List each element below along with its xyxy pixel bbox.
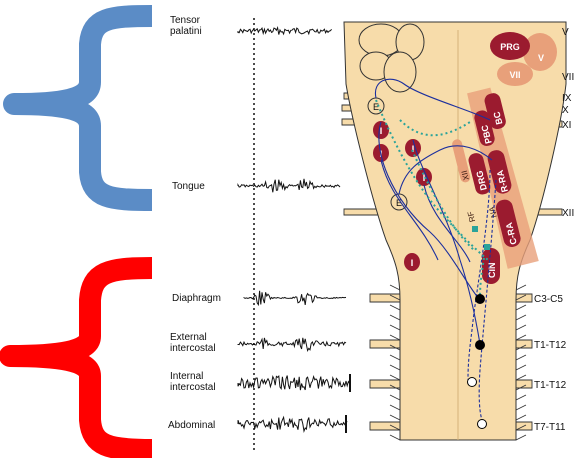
motor-neuron-int-ic [468,378,477,387]
muscle-label-ext-ic-line1: External [170,332,207,343]
emg-trace-diaphragm [244,291,346,305]
spinal-edge-tick [516,335,526,340]
spinal-edge-tick [390,415,400,420]
spinal-edge-tick [516,305,526,310]
spinal-edge-tick [516,405,526,410]
emg-traces [238,28,350,433]
nucleus-v-area [523,33,557,71]
spinal-root-right-1 [516,294,532,302]
spinal-edge-tick [516,365,526,370]
spinal-level-label-3: T1-T12 [534,380,567,391]
emg-trace-int-ic [238,376,350,391]
spinal-edge-tick [516,315,526,320]
spinal-edge-tick [516,415,526,420]
spinal-edge-tick [516,325,526,330]
spinal-edge-tick [390,315,400,320]
spinal-edge-tick [390,285,400,290]
spinal-edge-tick [390,375,400,380]
cranial-nerve-label-2: VII [562,72,574,83]
cranial-nerve-label-4: X [562,105,569,116]
emg-trace-tongue [238,179,340,193]
spinal-edge-tick [390,325,400,330]
spinal-level-label-4: T7-T11 [534,422,566,433]
spinal-edge-tick [390,365,400,370]
spinal-level-label-2: T1-T12 [534,340,567,351]
motor-neuron-phrenic [475,294,485,304]
nucleus-prg-label: PRG [500,42,520,52]
muscle-label-int-ic-line2: intercostal [170,382,216,393]
cranial-nerve-label-1: V [562,27,569,38]
cranial-nerve-label-3: IX [562,93,572,104]
motor-neuron-abdominal [478,420,487,429]
muscle-label-int-ic-line1: Internal [170,371,203,382]
spinal-level-label-1: C3-C5 [534,294,563,305]
green-terminal-2 [484,244,490,250]
spinal-edge-tick [390,355,400,360]
nucleus-v-label: V [538,53,544,63]
spinal-edge-tick [390,395,400,400]
spinal-edge-tick [390,305,400,310]
muscle-label-tongue: Tongue [172,181,205,192]
spinal-edge-tick [390,405,400,410]
inhibitory-interneuron-3-label: I [412,144,415,154]
spinal-root-left-4 [370,422,400,430]
brainstem-spinal-cord [342,22,566,440]
muscle-label-tensor-line1: Tensor [170,15,201,26]
emg-trace-tensor [238,28,332,35]
spinal-edge-tick [516,395,526,400]
muscle-label-tensor-line2: palatini [170,26,202,37]
pump-muscles-brace [10,268,152,450]
spinal-root-right-3 [516,380,532,388]
spinal-edge-tick [390,335,400,340]
spinal-root-right-2 [516,340,532,348]
spinal-level-labels: C3-C5 T1-T12 T1-T12 T7-T11 [534,294,567,433]
muscle-label-ext-ic-line2: intercostal [170,343,216,354]
spinal-root-left-3 [370,380,400,388]
muscle-label-abdominal: Abdominal [168,420,215,431]
green-terminal-1 [472,226,478,232]
nucleus-vii-label: VII [509,70,520,80]
spinal-edge-tick [516,285,526,290]
spinal-edge-tick [516,355,526,360]
spinal-edge-tick [390,435,400,440]
muscle-label-diaphragm: Diaphragm [172,293,221,304]
excitatory-interneuron-upper-label: E [373,102,379,112]
cranial-nerve-label-6: XII [562,208,574,219]
spinal-root-left-2 [370,340,400,348]
spinal-edge-tick [516,375,526,380]
upper-airway-brace [14,16,152,200]
spinal-edge-tick [516,435,526,440]
cranial-nerve-label-5: XI [562,120,571,131]
motor-neuron-ext-ic [475,340,485,350]
inhibitory-interneuron-5-label: I [411,258,414,268]
